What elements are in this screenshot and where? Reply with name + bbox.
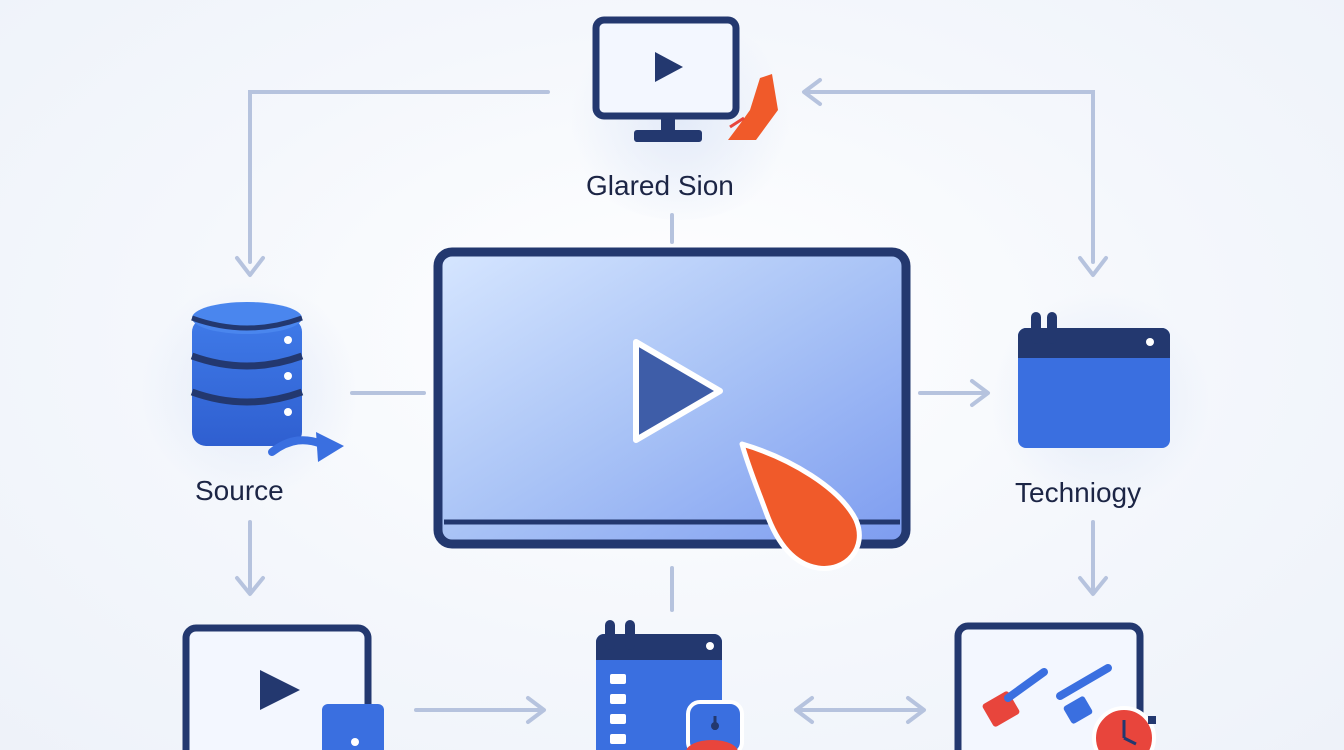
clock-badge-icon — [1092, 706, 1156, 750]
top-cursor-icon — [728, 74, 778, 140]
calendar-icon — [1018, 312, 1170, 448]
source-node-label: Source — [195, 475, 284, 506]
database-icon — [190, 302, 304, 446]
center-play-icon — [633, 339, 723, 443]
bottom-left-monitor-icon — [182, 624, 384, 750]
center-pointer-icon — [739, 441, 862, 571]
connector-bottom-left-to-bottom-center — [414, 696, 546, 724]
connector-top-to-left — [235, 90, 550, 277]
lock-badge-icon — [686, 700, 744, 750]
tools-icon — [982, 664, 1112, 727]
connector-right-to-bottom-right — [1078, 520, 1108, 596]
connector-left-to-bottom-left — [235, 520, 265, 596]
top-node-label: Glared Sion — [586, 170, 734, 201]
connector-bottom-center-to-bottom-right — [794, 696, 926, 724]
connector-center-to-right — [918, 379, 990, 407]
connector-right-to-top — [802, 78, 1108, 277]
arrow-right-icon — [268, 432, 344, 462]
right-node-label: Techniogy — [1015, 477, 1142, 508]
top-monitor-icon — [592, 16, 740, 142]
